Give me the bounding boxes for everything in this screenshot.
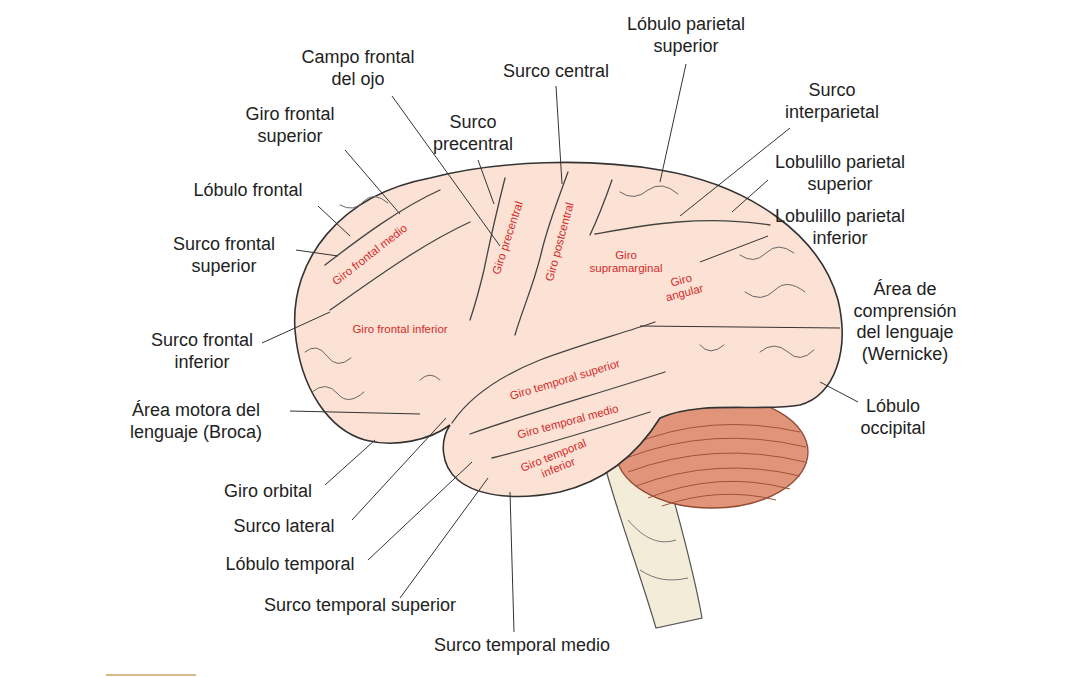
leader-line (290, 411, 420, 414)
sulci (325, 172, 770, 458)
fold (700, 345, 724, 351)
part-label: Lóbulo parietal superior (611, 14, 761, 57)
part-label: Lóbulo temporal (225, 554, 354, 576)
part-label: Surco lateral (233, 516, 334, 538)
part-label: Giro orbital (224, 481, 312, 503)
postcentral-sulcus (590, 180, 612, 235)
cerebrum (295, 162, 842, 496)
part-label: Área de comprensión del lenguaje (Wernic… (846, 279, 964, 365)
leader-line (296, 250, 338, 256)
part-label: Surco interparietal (767, 80, 897, 123)
leader-line (640, 326, 840, 328)
intraparietal-sulcus (595, 221, 770, 234)
leader-line (318, 206, 350, 236)
lateral-sulcus (452, 322, 655, 423)
gyrus-label: Giro supramarginal (581, 249, 671, 275)
leader-line (478, 160, 494, 204)
part-label: Surco frontal inferior (142, 330, 262, 373)
fold (760, 346, 814, 358)
leader-line (262, 312, 330, 343)
gyrus-label: Giro frontal inferior (352, 323, 447, 336)
part-label: Lóbulo frontal (193, 180, 302, 202)
fold (340, 196, 388, 208)
page-rule (106, 674, 196, 676)
superior-frontal-sulcus (325, 190, 440, 265)
leader-line (820, 382, 858, 402)
part-label: Surco temporal medio (434, 635, 610, 657)
inferior-frontal-sulcus (330, 222, 470, 310)
leader-line (325, 440, 375, 485)
leader-line (352, 418, 446, 520)
part-label: Lobulillo parietal inferior (760, 206, 920, 249)
fold (420, 375, 440, 380)
leader-line (345, 150, 400, 214)
part-label: Lobulillo parietal superior (760, 152, 920, 195)
part-label: Surco central (503, 61, 609, 83)
leader-line (660, 64, 686, 182)
fold (305, 348, 351, 364)
fold (620, 186, 678, 197)
part-label: Área motora del lenguaje (Broca) (106, 400, 286, 443)
part-label: Surco precentral (418, 112, 528, 155)
part-label: Lóbulo occipital (843, 396, 943, 439)
fold (312, 386, 364, 399)
fold (745, 284, 805, 297)
brainstem-fold (628, 520, 676, 542)
part-label: Surco temporal superior (264, 595, 456, 617)
brainstem-fold (640, 570, 688, 580)
part-label: Surco frontal superior (159, 234, 289, 277)
leader-line (368, 462, 472, 560)
leader-line (680, 128, 790, 216)
gyri-folds (305, 186, 814, 400)
leader-line (510, 492, 514, 632)
leader-line (732, 180, 768, 212)
leader-line (700, 236, 768, 262)
fold (740, 247, 794, 260)
part-label: Campo frontal del ojo (288, 47, 428, 90)
leader-line (556, 86, 562, 184)
cerebellum-folia (626, 424, 806, 506)
leader-lines (262, 64, 858, 632)
leader-line (400, 478, 488, 598)
part-label: Giro frontal superior (225, 104, 355, 147)
